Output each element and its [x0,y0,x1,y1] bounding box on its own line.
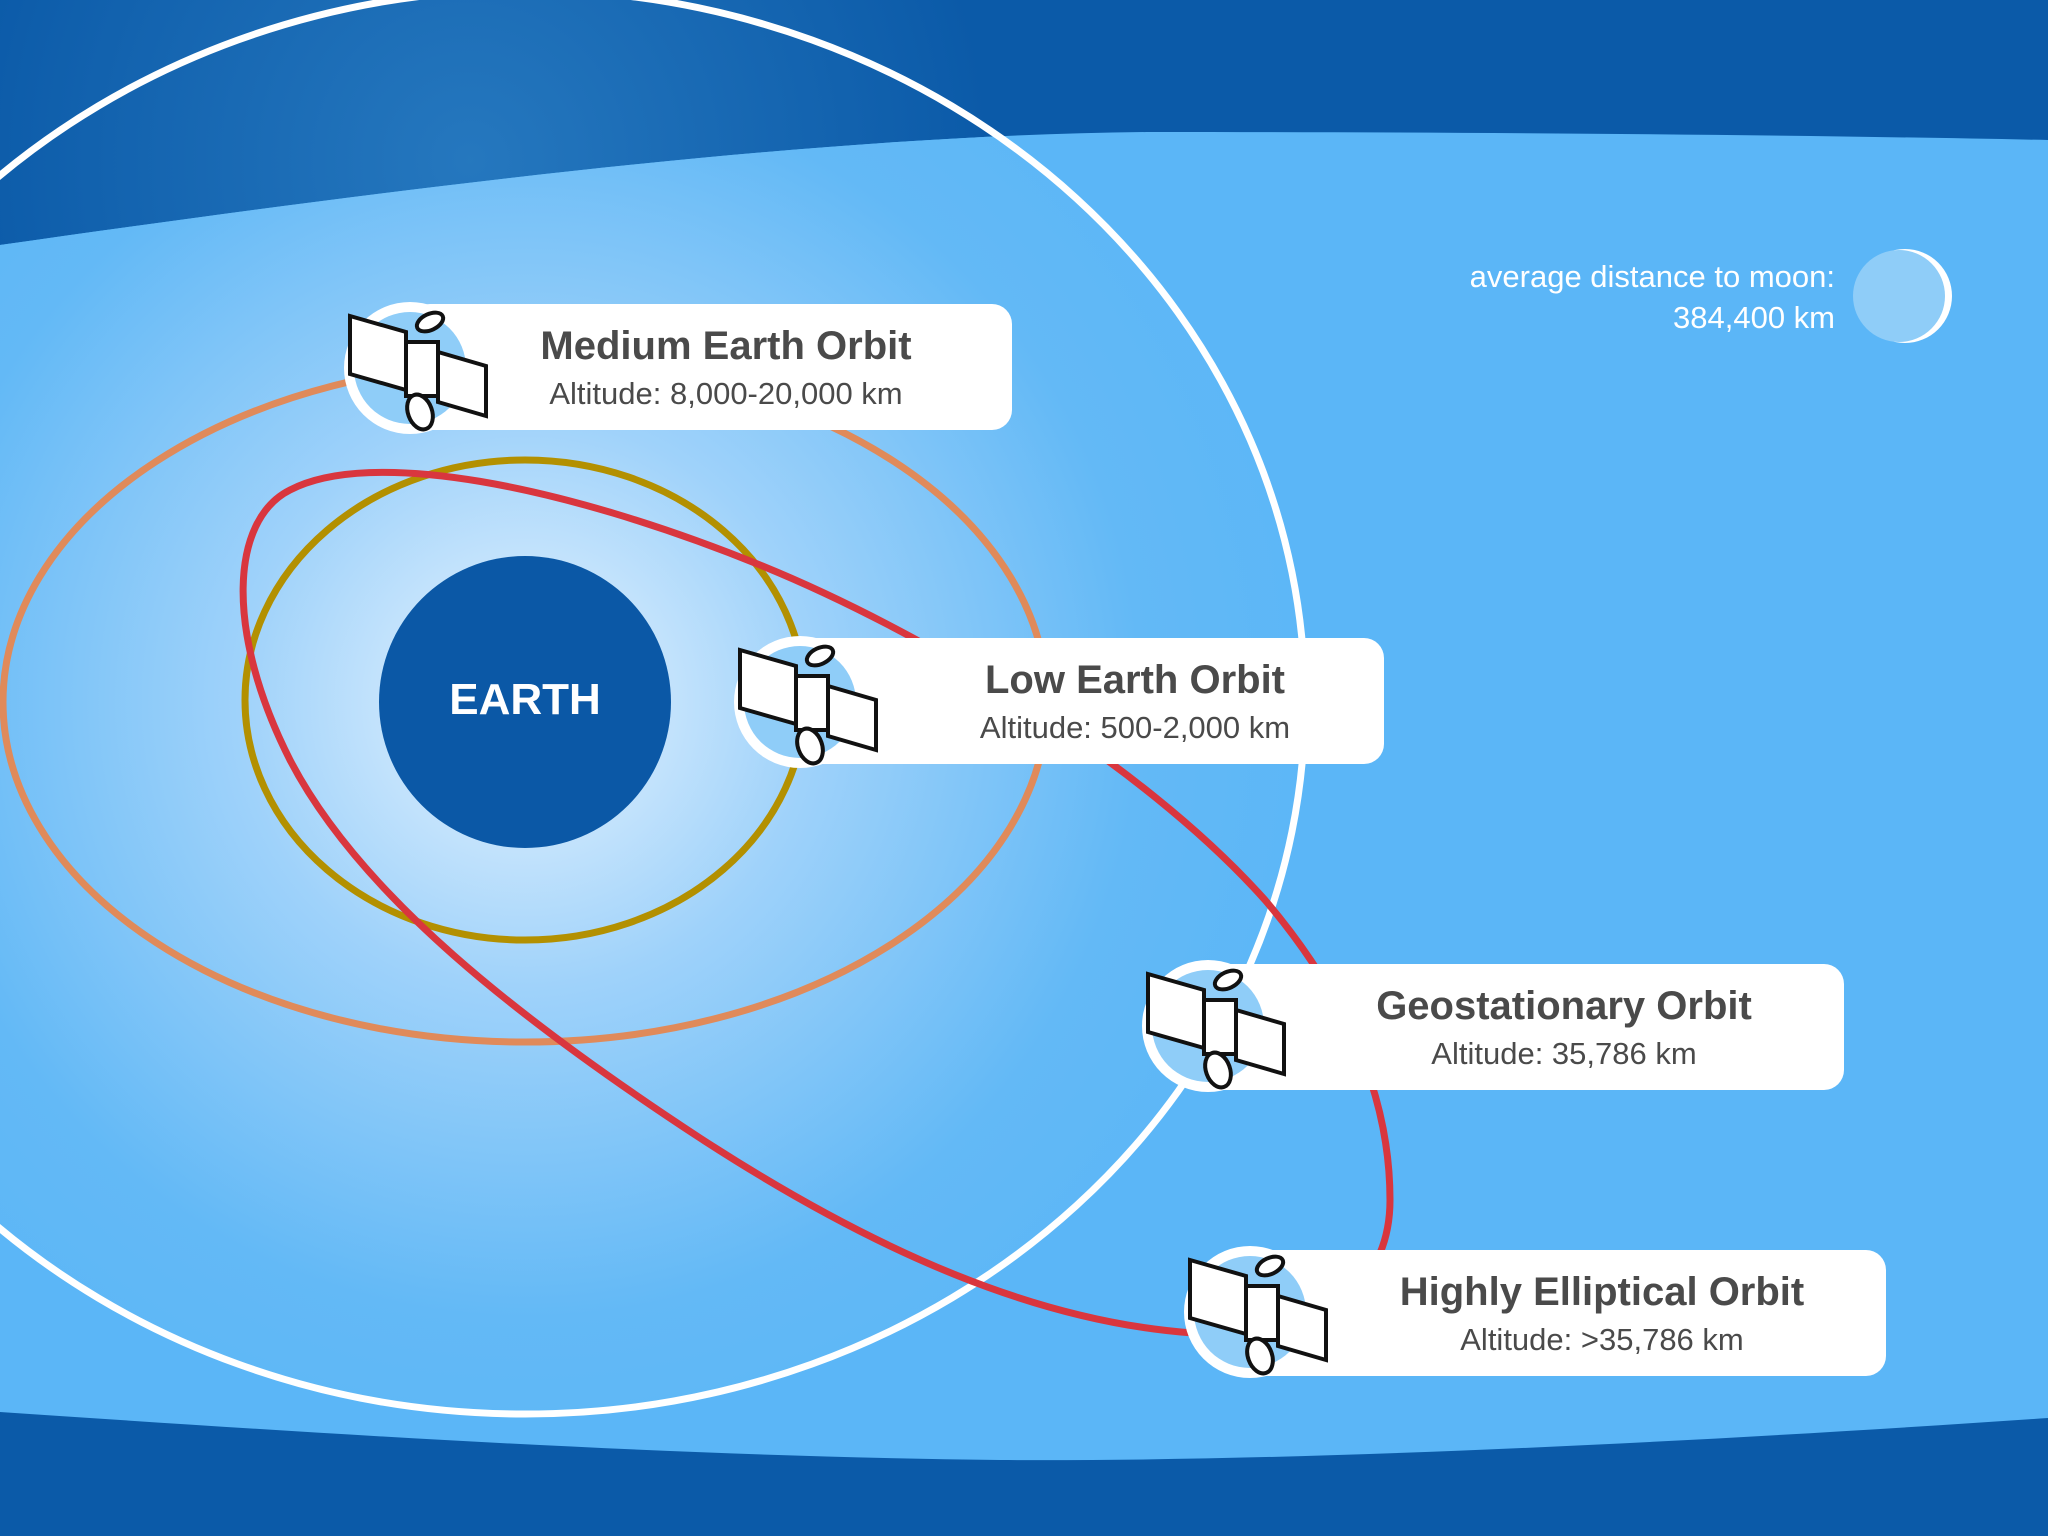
highly-elliptical-orbit-card: Highly Elliptical Orbit Altitude: >35,78… [1248,1250,1886,1376]
medium-earth-orbit-altitude: Altitude: 8,000-20,000 km [549,376,903,411]
satellite-icon [1184,1246,1328,1378]
earth-label: EARTH [449,675,601,724]
low-earth-orbit-title: Low Earth Orbit [985,658,1285,702]
highly-elliptical-orbit-altitude: Altitude: >35,786 km [1460,1322,1744,1357]
satellite-icon [344,302,488,434]
medium-earth-orbit-title: Medium Earth Orbit [540,324,912,368]
moon-icon [1853,249,1952,343]
medium-earth-orbit-card: Medium Earth Orbit Altitude: 8,000-20,00… [410,304,1012,430]
earth-globe [379,556,671,848]
geostationary-orbit-altitude: Altitude: 35,786 km [1431,1036,1697,1071]
highly-elliptical-orbit-title: Highly Elliptical Orbit [1399,1270,1805,1314]
satellite-icon [1142,960,1286,1092]
geostationary-orbit-card: Geostationary Orbit Altitude: 35,786 km [1204,964,1844,1090]
geostationary-orbit-title: Geostationary Orbit [1376,984,1752,1028]
low-earth-orbit-altitude: Altitude: 500-2,000 km [979,710,1291,745]
satellite-icon [734,636,878,768]
moon-distance-value: 384,400 km [1673,300,1835,335]
moon-distance-caption: average distance to moon: 384,400 km [1300,256,1835,338]
low-earth-orbit-card: Low Earth Orbit Altitude: 500-2,000 km [796,638,1384,764]
moon-caption-text: average distance to moon: [1469,259,1835,294]
highly-elliptical-orbit-path [239,468,1394,1338]
